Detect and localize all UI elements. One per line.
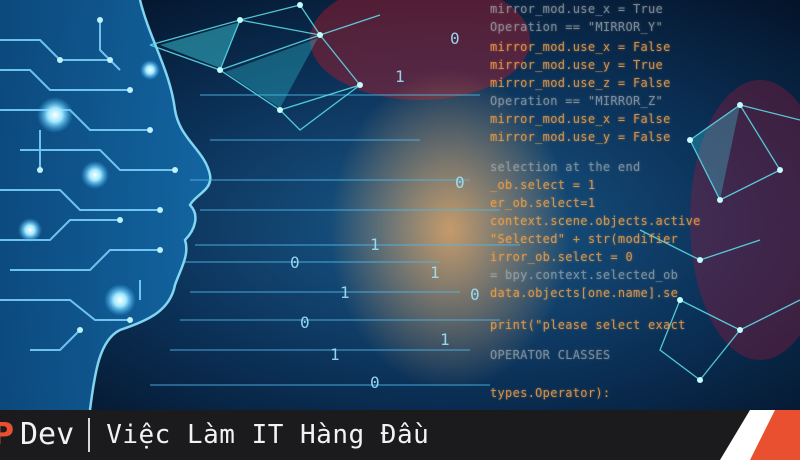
svg-text:1: 1 <box>440 330 450 349</box>
svg-text:1: 1 <box>430 263 440 282</box>
logo-word-dev: Dev <box>20 417 75 452</box>
brand-footer-bar: P Dev Việc Làm IT Hàng Đầu <box>0 410 800 460</box>
logo-divider <box>88 418 91 452</box>
svg-text:0: 0 <box>470 285 480 304</box>
svg-text:0: 0 <box>370 373 380 392</box>
code-overlay: mirror_mod.use_x = True Operation == "MI… <box>490 2 701 400</box>
svg-text:1: 1 <box>370 235 380 254</box>
svg-text:1: 1 <box>395 67 405 86</box>
accent-stripe-graphic <box>720 410 800 460</box>
svg-text:0: 0 <box>290 253 300 272</box>
topdev-logo[interactable]: P Dev <box>0 410 74 460</box>
ai-face-circuit-graphic: 0 1 0 1 0 1 1 0 0 1 1 0 <box>0 0 800 410</box>
svg-text:1: 1 <box>330 345 340 364</box>
svg-text:0: 0 <box>455 173 465 192</box>
svg-text:1: 1 <box>340 283 350 302</box>
logo-letter-p: P <box>0 417 14 452</box>
svg-text:0: 0 <box>450 29 460 48</box>
svg-text:0: 0 <box>300 313 310 332</box>
footer-tagline: Việc Làm IT Hàng Đầu <box>106 420 430 450</box>
